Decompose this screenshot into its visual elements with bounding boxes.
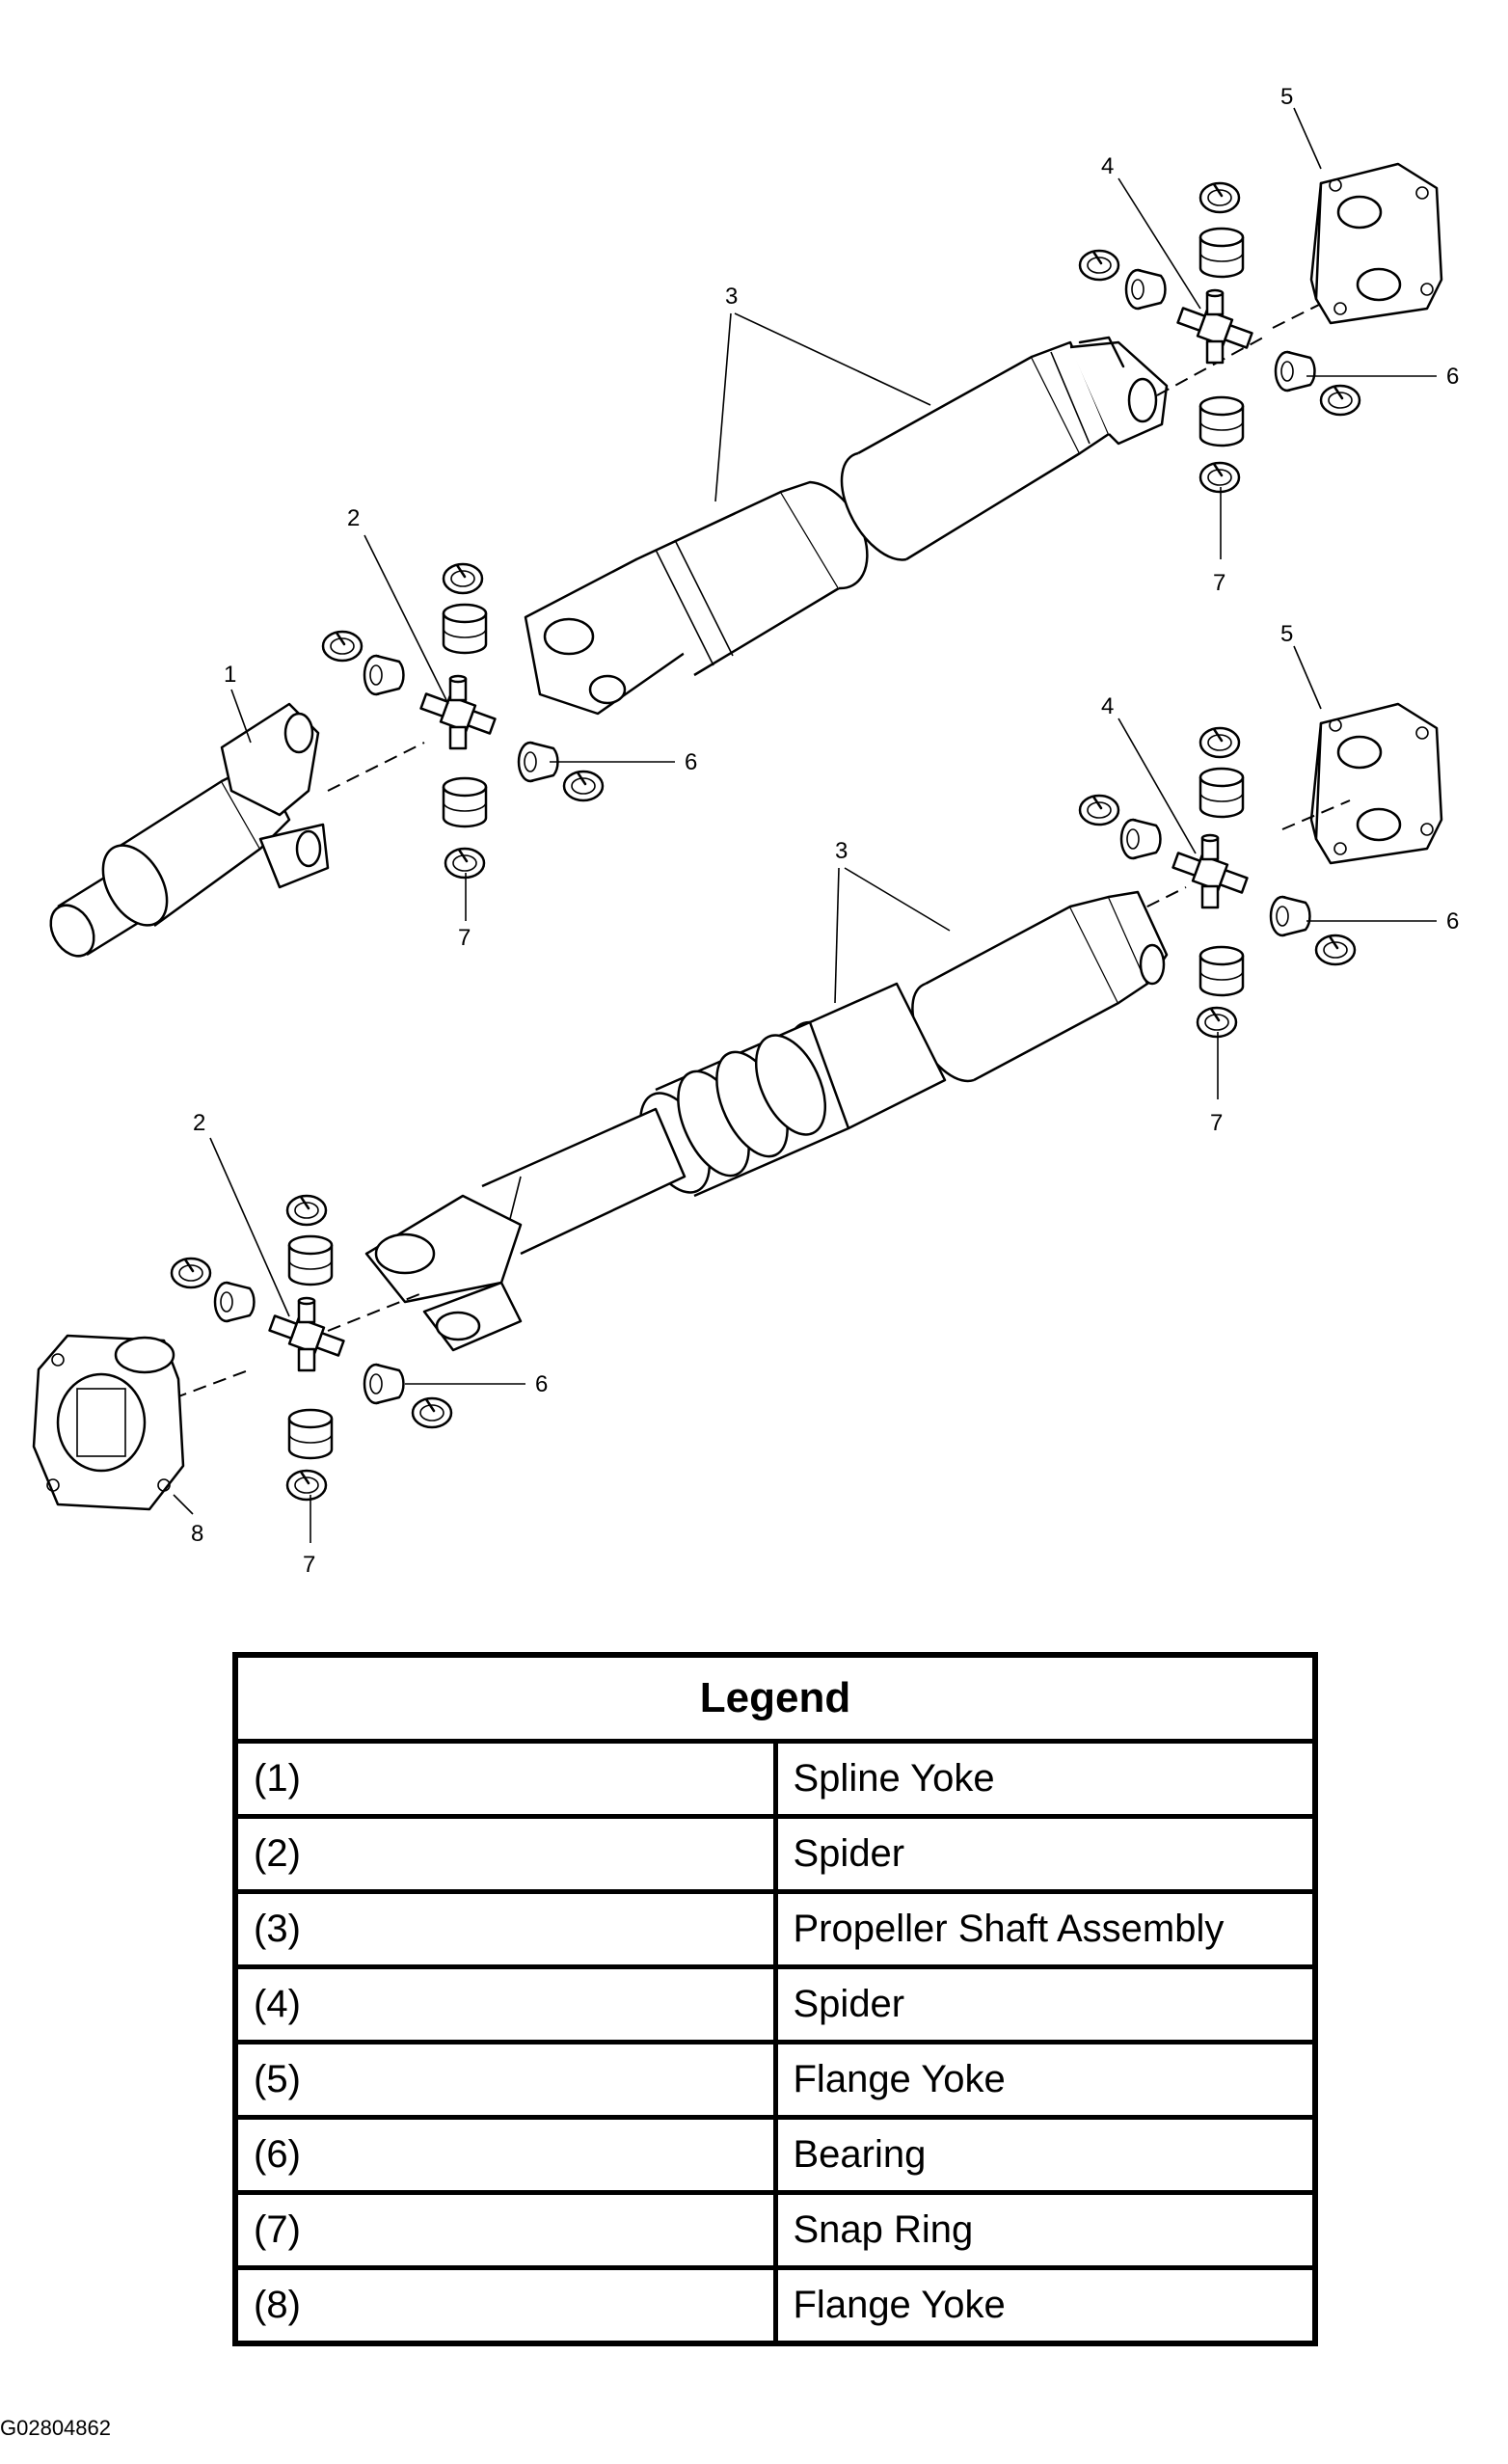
bottom-callouts: 2 3 4 5 6 6 7 7 8 [173, 621, 1459, 1578]
top-assembly [49, 162, 1443, 958]
legend-row: (1) Spline Yoke [235, 1739, 1315, 1817]
callout-7-top-left: 7 [458, 925, 471, 951]
propeller-shaft-front [524, 480, 869, 716]
legend-row: (4) Spider [235, 1964, 1315, 2043]
flange-yoke-bottom-left [32, 1334, 185, 1511]
legend-number: (6) [235, 2115, 778, 2193]
flange-yoke-top [1309, 162, 1443, 325]
figure-id: G02804862 [0, 2416, 111, 2440]
legend-label: Spline Yoke [775, 1739, 1315, 1817]
legend-number: (3) [235, 1889, 778, 1967]
legend-row: (6) Bearing [235, 2115, 1315, 2193]
propeller-shaft-bottom-rear [911, 890, 1169, 1083]
legend-table: Legend (1) Spline Yoke (2) Spider (3) Pr… [232, 1652, 1318, 2346]
callout-1: 1 [224, 662, 236, 688]
legend-number: (1) [235, 1739, 778, 1817]
legend-number: (7) [235, 2190, 778, 2268]
callout-6-top-left: 6 [685, 749, 697, 775]
bottom-assembly [32, 702, 1443, 1511]
legend-title: Legend [235, 1655, 1315, 1744]
callout-7-bottom-right: 7 [1210, 1110, 1223, 1136]
legend-number: (5) [235, 2040, 778, 2118]
legend-row: (5) Flange Yoke [235, 2040, 1315, 2118]
legend-row: (2) Spider [235, 1814, 1315, 1892]
callout-2: 2 [347, 505, 360, 531]
callout-2-bottom: 2 [193, 1110, 205, 1136]
legend-row: (3) Propeller Shaft Assembly [235, 1889, 1315, 1967]
legend-label: Bearing [775, 2115, 1315, 2193]
legend-number: (8) [235, 2265, 778, 2343]
legend-number: (2) [235, 1814, 778, 1892]
legend-row: (7) Snap Ring [235, 2190, 1315, 2268]
legend-row: (8) Flange Yoke [235, 2265, 1315, 2343]
legend-label: Spider [775, 1814, 1315, 1892]
legend-label: Propeller Shaft Assembly [775, 1889, 1315, 1967]
callout-4: 4 [1101, 153, 1114, 179]
callout-7-bottom-left: 7 [303, 1552, 315, 1578]
flange-yoke-bottom-right [1309, 702, 1443, 865]
callout-6-top-right: 6 [1446, 364, 1459, 390]
legend-label: Flange Yoke [775, 2040, 1315, 2118]
legend-label: Flange Yoke [775, 2265, 1315, 2343]
callout-8: 8 [191, 1521, 203, 1547]
top-callouts: 1 2 3 4 5 6 6 7 7 [224, 84, 1459, 951]
legend-number: (4) [235, 1964, 778, 2043]
callout-7-top-right: 7 [1213, 570, 1225, 596]
callout-6-bottom-left: 6 [535, 1371, 548, 1397]
callout-5-bottom: 5 [1280, 621, 1293, 647]
callout-5: 5 [1280, 84, 1293, 110]
callout-3-bottom: 3 [835, 838, 848, 864]
callout-4-bottom: 4 [1101, 693, 1114, 719]
slip-yoke-bottom [364, 1194, 523, 1352]
legend-label: Snap Ring [775, 2190, 1315, 2268]
legend-label: Spider [775, 1964, 1315, 2043]
callout-6-bottom-right: 6 [1446, 908, 1459, 934]
callout-3: 3 [725, 284, 738, 310]
propeller-shaft-rear [840, 336, 1169, 561]
propeller-shaft-bottom-boot [481, 982, 947, 1256]
propeller-shaft-exploded-diagram: 1 2 3 4 5 6 6 7 7 [32, 84, 1459, 1578]
spline-yoke [49, 702, 330, 958]
